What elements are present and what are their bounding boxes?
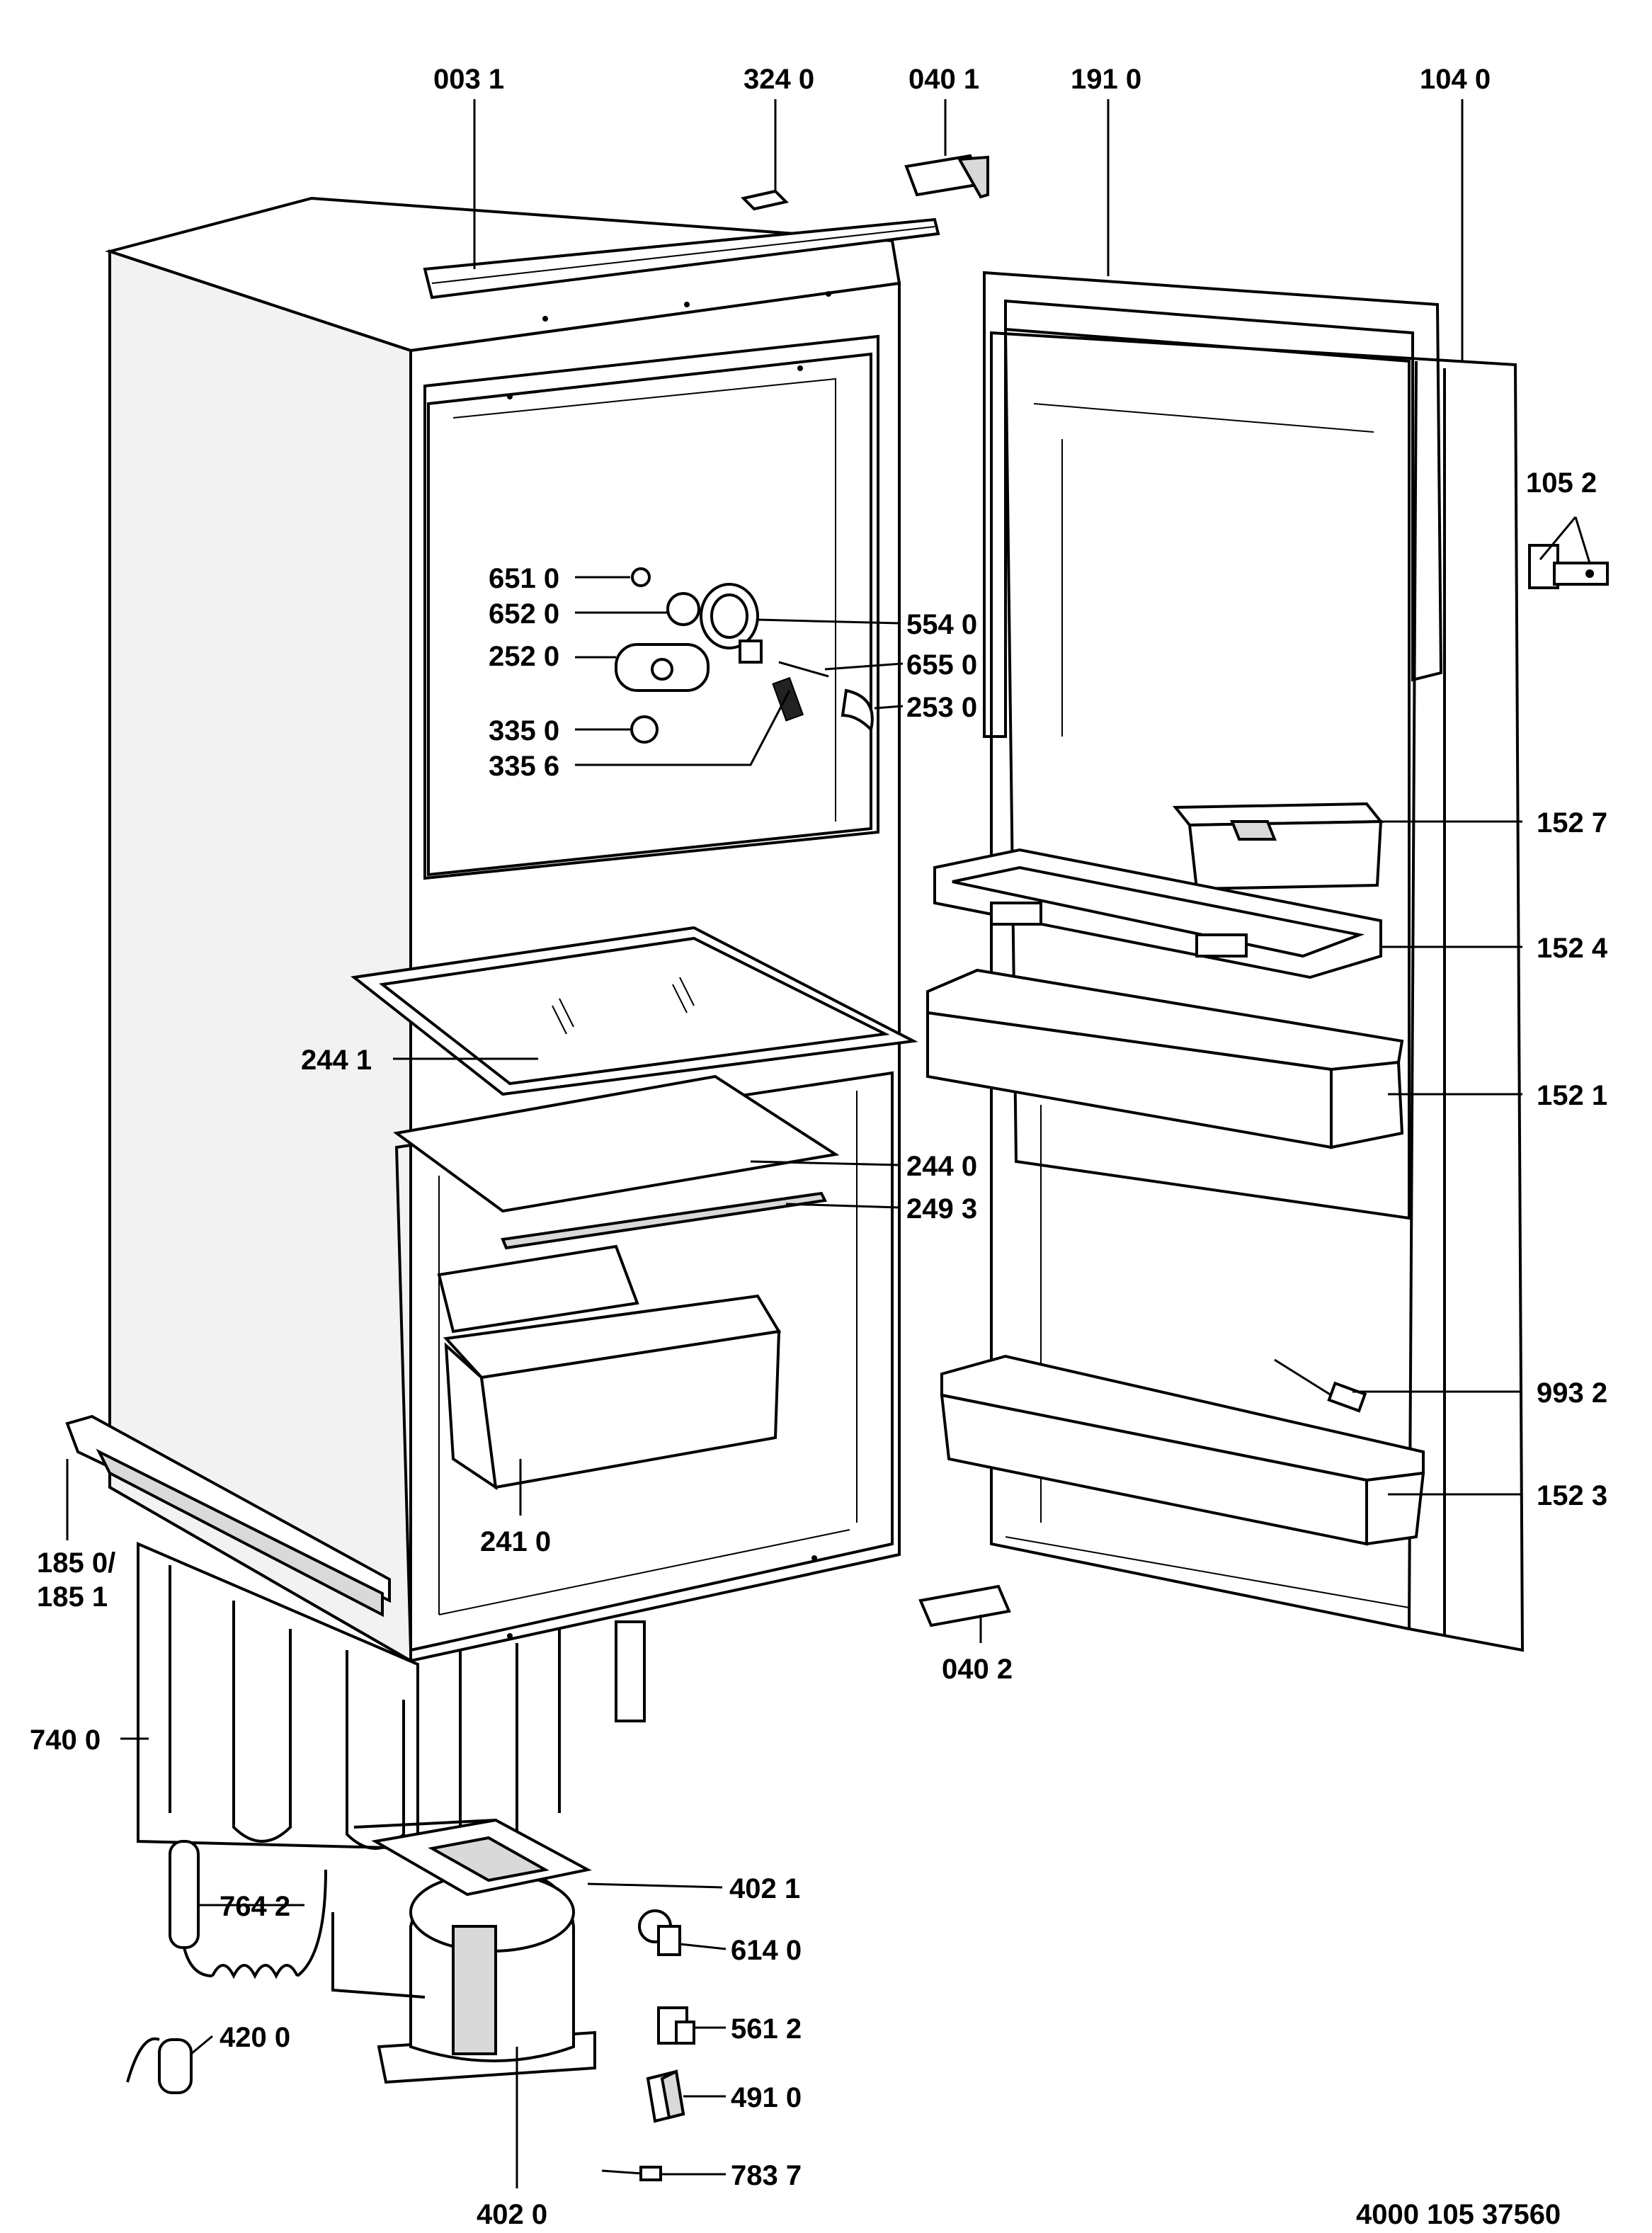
door-shelf-covered xyxy=(933,848,1382,979)
callout-040-2: 040 2 xyxy=(942,1654,1013,1685)
overload-protector xyxy=(657,2006,695,2045)
relay xyxy=(638,1909,681,1956)
callout-783-7: 783 7 xyxy=(731,2160,802,2191)
callout-420-0: 420 0 xyxy=(220,2022,290,2053)
callout-249-3: 249 3 xyxy=(906,1193,977,1225)
callout-185-0: 185 0/ xyxy=(37,1547,115,1579)
document-number: 4000 105 37560 xyxy=(1356,2199,1561,2230)
bottom-hinge xyxy=(918,1584,1011,1627)
callout-614-0: 614 0 xyxy=(731,1935,802,1966)
callout-252-0: 252 0 xyxy=(489,641,559,672)
callout-104-0: 104 0 xyxy=(1420,64,1491,95)
callout-241-0: 241 0 xyxy=(480,1526,551,1557)
door-shelf-middle xyxy=(926,968,1404,1149)
cable-plug xyxy=(601,2166,662,2181)
callout-652-0: 652 0 xyxy=(489,598,559,630)
callout-185-1: 185 1 xyxy=(37,1581,108,1613)
callout-152-3: 152 3 xyxy=(1537,1480,1607,1511)
condenser xyxy=(137,1541,646,1851)
door-hinge xyxy=(1528,544,1609,589)
callout-324-0: 324 0 xyxy=(744,64,814,95)
compressor-mount xyxy=(371,1818,592,1897)
callout-191-0: 191 0 xyxy=(1071,64,1141,95)
callout-003-1: 003 1 xyxy=(433,64,504,95)
door-shelf-bottom xyxy=(940,1354,1425,1546)
leader-lines xyxy=(66,99,1591,2188)
callout-105-2: 105 2 xyxy=(1526,467,1597,499)
callout-labels: 003 1 324 0 040 1 191 0 104 0 105 2 651 … xyxy=(30,64,1608,2230)
callout-244-0: 244 0 xyxy=(906,1151,977,1182)
top-hinge xyxy=(904,154,989,199)
callout-764-2: 764 2 xyxy=(220,1891,290,1922)
callout-655-0: 655 0 xyxy=(906,649,977,681)
callout-152-4: 152 4 xyxy=(1537,933,1608,964)
butter-box xyxy=(1172,802,1384,891)
callout-152-7: 152 7 xyxy=(1537,807,1607,839)
callout-335-6: 335 6 xyxy=(489,751,559,782)
door xyxy=(983,271,1525,1652)
callout-402-0: 402 0 xyxy=(477,2199,547,2230)
callout-651-0: 651 0 xyxy=(489,563,559,594)
shelf-strip xyxy=(501,1191,828,1250)
callout-244-1: 244 1 xyxy=(301,1045,372,1076)
front-trim-bar xyxy=(65,1414,391,1618)
callout-152-1: 152 1 xyxy=(1537,1080,1607,1111)
filter-drier xyxy=(169,1840,327,1979)
callout-993-2: 993 2 xyxy=(1537,1377,1607,1409)
callout-335-0: 335 0 xyxy=(489,715,559,746)
callout-253-0: 253 0 xyxy=(906,692,977,723)
callout-040-1: 040 1 xyxy=(908,64,979,95)
top-cover-plug xyxy=(741,189,789,211)
thermostat-assembly xyxy=(615,567,874,744)
glass-shelf-upper xyxy=(351,926,918,1096)
compressor xyxy=(331,1818,596,2084)
callout-491-0: 491 0 xyxy=(731,2082,802,2113)
door-sensor xyxy=(1274,1358,1367,1413)
callout-740-0: 740 0 xyxy=(30,1725,101,1756)
capacitor xyxy=(126,2037,193,2094)
crisper-drawer xyxy=(437,1244,782,1491)
callout-402-1: 402 1 xyxy=(729,1873,800,1904)
callout-554-0: 554 0 xyxy=(906,609,977,640)
callout-561-2: 561 2 xyxy=(731,2013,802,2045)
terminal-cover xyxy=(646,2069,685,2123)
glass-plate-lower xyxy=(393,1074,840,1213)
